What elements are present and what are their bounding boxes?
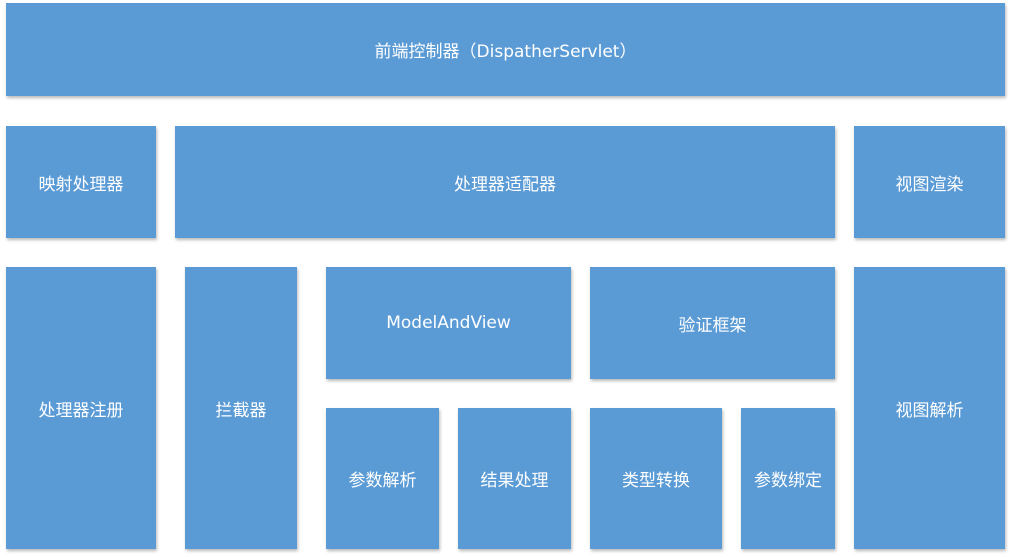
model-and-view-block: ModelAndView — [326, 267, 571, 379]
handler-mapping-label: 映射处理器 — [38, 174, 124, 195]
view-render-block: 视图渲染 — [854, 126, 1005, 238]
param-resolve-label: 参数解析 — [348, 471, 417, 491]
result-handling-label: 结果处理 — [480, 471, 549, 491]
handler-adapter-label: 处理器适配器 — [454, 174, 556, 195]
view-render-label: 视图渲染 — [895, 174, 964, 195]
param-binding-label: 参数绑定 — [754, 471, 822, 491]
handler-registry-label: 处理器注册 — [38, 400, 124, 421]
view-resolver-label: 视图解析 — [895, 400, 964, 421]
result-handling-block: 结果处理 — [458, 408, 571, 549]
type-conversion-block: 类型转换 — [590, 408, 722, 549]
param-resolve-block: 参数解析 — [326, 408, 439, 549]
type-conversion-label: 类型转换 — [622, 471, 690, 491]
validation-framework-block: 验证框架 — [590, 267, 835, 379]
validation-framework-label: 验证框架 — [678, 315, 747, 336]
front-controller-label: 前端控制器（DispatherServlet） — [374, 42, 637, 62]
interceptor-label: 拦截器 — [215, 400, 267, 421]
model-and-view-label: ModelAndView — [386, 313, 511, 333]
interceptor-block: 拦截器 — [185, 267, 297, 549]
handler-adapter-block: 处理器适配器 — [175, 126, 835, 238]
view-resolver-block: 视图解析 — [854, 267, 1005, 549]
param-binding-block: 参数绑定 — [741, 408, 835, 549]
handler-registry-block: 处理器注册 — [6, 267, 156, 549]
handler-mapping-block: 映射处理器 — [6, 126, 156, 238]
front-controller-block: 前端控制器（DispatherServlet） — [6, 3, 1005, 96]
